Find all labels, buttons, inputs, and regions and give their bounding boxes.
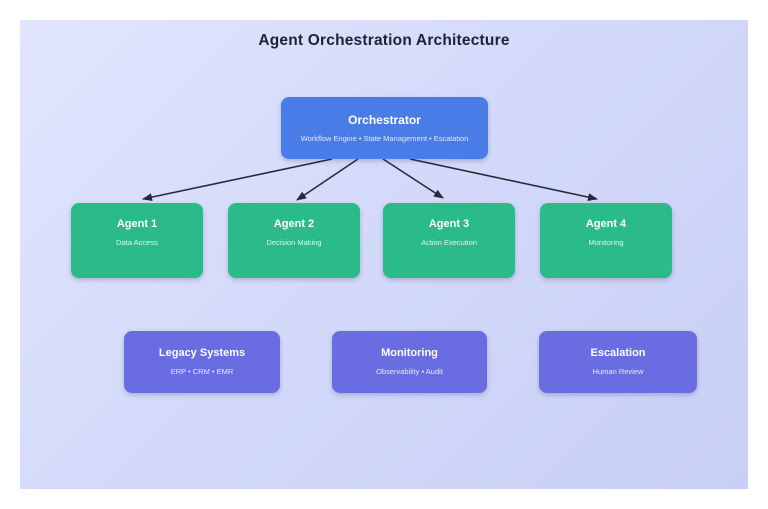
node-agent-3-title: Agent 3 <box>428 218 470 230</box>
node-agent-2: Agent 2 Decision Making <box>228 203 360 278</box>
node-orchestrator-subtitle: Workflow Engine • State Management • Esc… <box>300 134 469 143</box>
node-agent-2-subtitle: Decision Making <box>266 238 322 247</box>
node-agent-3-subtitle: Action Execution <box>421 238 477 247</box>
node-agent-3: Agent 3 Action Execution <box>383 203 515 278</box>
node-escalation: Escalation Human Review <box>539 331 697 393</box>
node-legacy-systems: Legacy Systems ERP • CRM • EMR <box>124 331 280 393</box>
node-agent-2-title: Agent 2 <box>273 218 315 230</box>
diagram-title: Agent Orchestration Architecture <box>258 32 510 49</box>
node-escalation-title: Escalation <box>590 347 646 359</box>
node-orchestrator-title: Orchestrator <box>348 113 421 127</box>
node-agent-1: Agent 1 Data Access <box>71 203 203 278</box>
node-agent-1-subtitle: Data Access <box>116 238 158 247</box>
node-legacy-systems-subtitle: ERP • CRM • EMR <box>170 367 234 376</box>
node-agent-4: Agent 4 Monitoring <box>540 203 672 278</box>
node-agent-1-title: Agent 1 <box>116 218 158 230</box>
node-agent-4-title: Agent 4 <box>585 218 627 230</box>
node-escalation-subtitle: Human Review <box>592 367 644 376</box>
node-monitoring: Monitoring Observability • Audit <box>332 331 487 393</box>
node-orchestrator: Orchestrator Workflow Engine • State Man… <box>281 97 488 159</box>
node-monitoring-title: Monitoring <box>381 347 438 359</box>
node-legacy-systems-title: Legacy Systems <box>158 347 246 359</box>
node-agent-4-subtitle: Monitoring <box>588 238 624 247</box>
node-monitoring-subtitle: Observability • Audit <box>376 367 443 376</box>
